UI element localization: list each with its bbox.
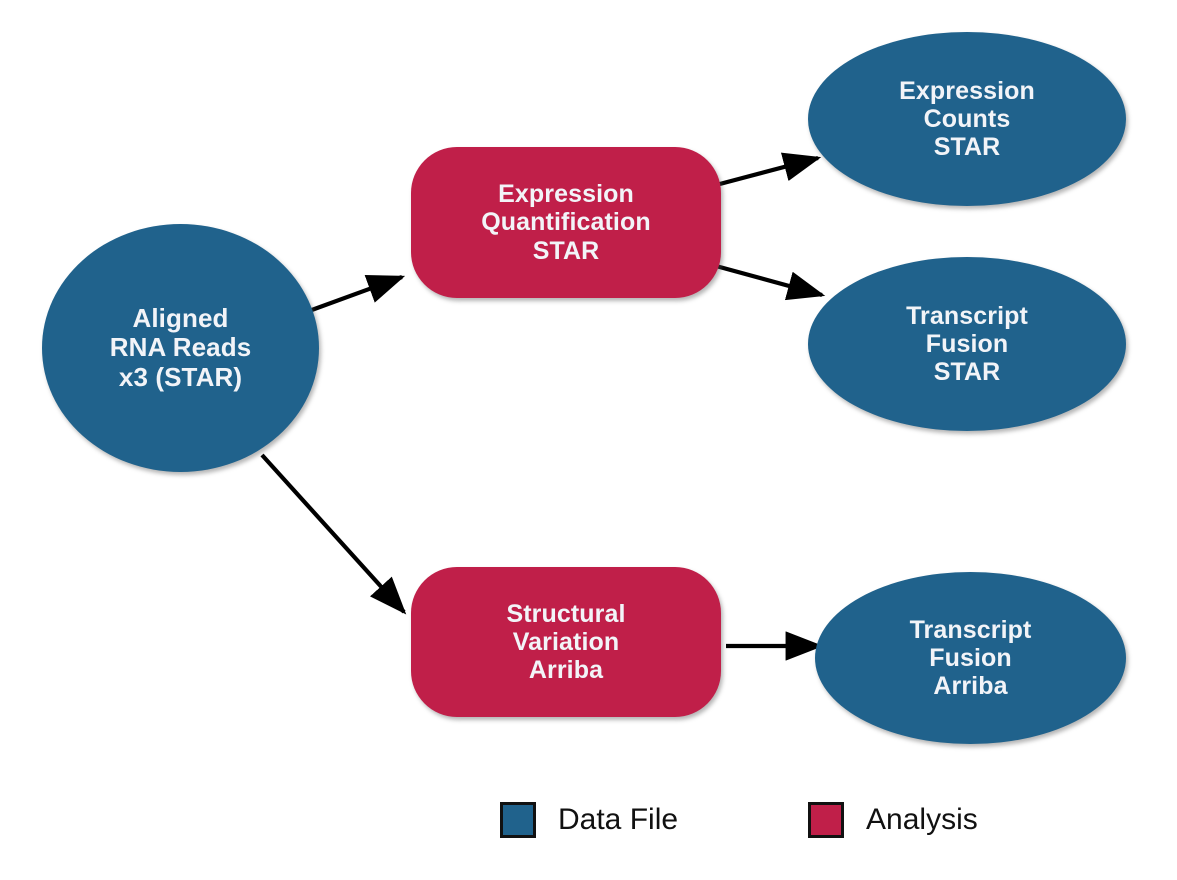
legend-item-analysis: Analysis [808, 802, 978, 838]
node-aligned-rna-reads-label: Aligned RNA Reads x3 (STAR) [109, 302, 252, 392]
node-aligned-rna-reads[interactable]: Aligned RNA Reads x3 (STAR) [42, 224, 319, 472]
node-transcript-fusion-star[interactable]: Transcript Fusion STAR [808, 257, 1126, 431]
node-expression-counts-label: Expression Counts STAR [899, 76, 1035, 162]
legend-label-data-file: Data File [558, 803, 679, 836]
node-transcript-fusion-star-label: Transcript Fusion STAR [906, 301, 1028, 387]
edge-expression-quantification-to-transcript-fusion-star [715, 263, 826, 301]
node-structural-variation[interactable]: Structural Variation Arriba [411, 567, 721, 717]
legend: Data File Analysis [500, 790, 1120, 850]
legend-label-analysis: Analysis [866, 803, 978, 836]
edge-expression-quantification-to-expression-counts [715, 152, 822, 188]
node-expression-quantification[interactable]: Expression Quantification STAR [411, 147, 721, 298]
node-transcript-fusion-arriba[interactable]: Transcript Fusion Arriba [815, 572, 1126, 744]
edge-aligned-to-structural-variation [260, 453, 407, 615]
legend-swatch-analysis-icon [808, 802, 845, 838]
edge-aligned-to-expression-quantification [308, 275, 406, 313]
node-structural-variation-label: Structural Variation Arriba [506, 599, 626, 685]
legend-item-data-file: Data File [500, 802, 678, 838]
node-expression-quantification-label: Expression Quantification STAR [481, 180, 651, 265]
node-transcript-fusion-arriba-label: Transcript Fusion Arriba [909, 615, 1032, 701]
legend-swatch-data-file-icon [500, 802, 536, 838]
node-expression-counts[interactable]: Expression Counts STAR [808, 32, 1126, 206]
